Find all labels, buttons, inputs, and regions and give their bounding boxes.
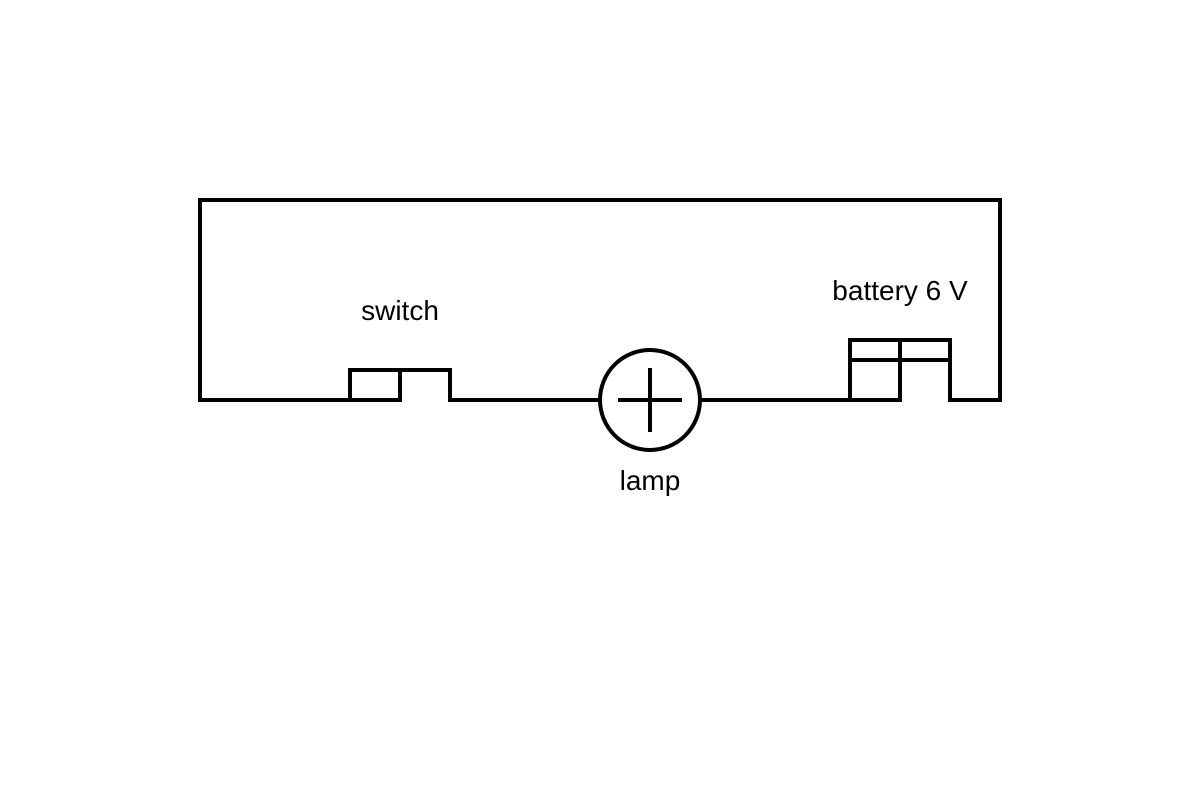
switch-symbol — [348, 368, 452, 402]
lamp-symbol — [598, 348, 702, 452]
lamp-circle — [598, 348, 702, 452]
switch-label: switch — [361, 295, 439, 326]
battery-symbol — [848, 338, 952, 402]
lamp-label: lamp — [620, 465, 681, 496]
battery-label: battery 6 V — [832, 275, 968, 306]
wires — [198, 198, 1002, 402]
